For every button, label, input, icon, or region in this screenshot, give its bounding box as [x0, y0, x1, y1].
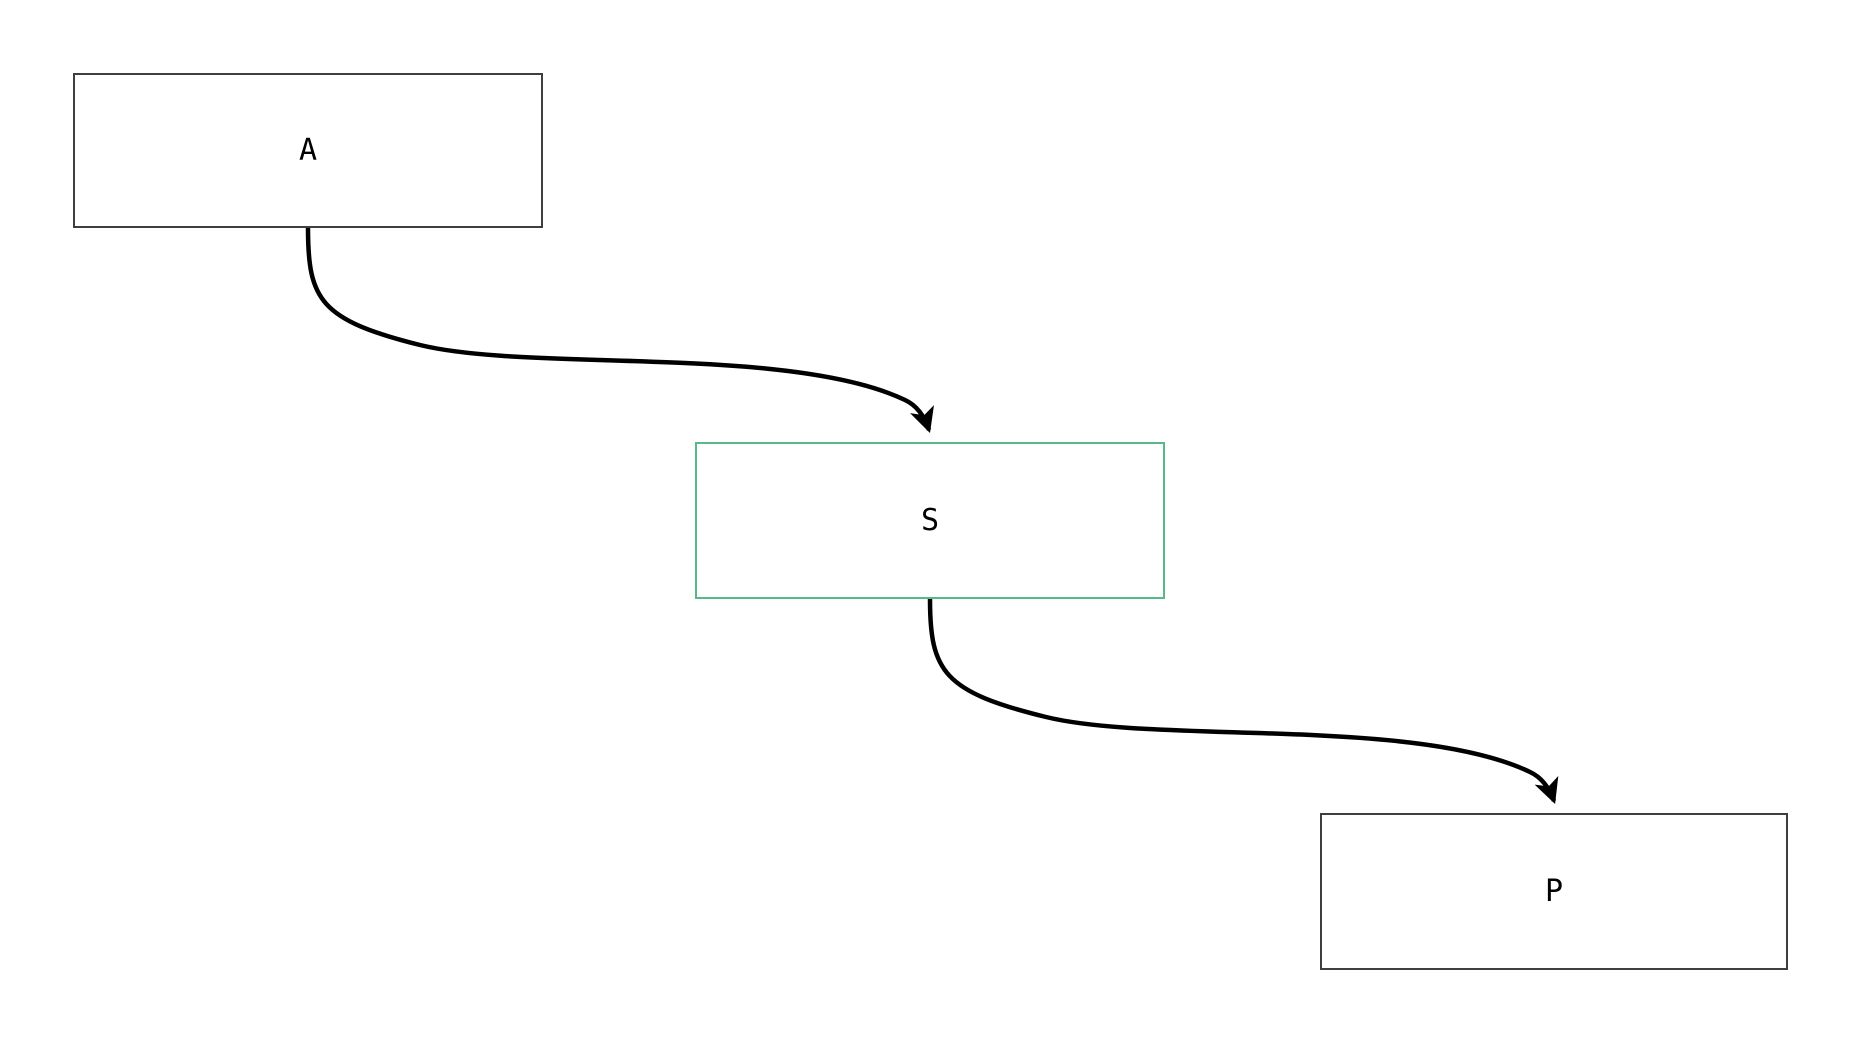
node-p-label: P [1544, 873, 1564, 909]
node-a[interactable]: A [73, 73, 543, 228]
node-p[interactable]: P [1320, 813, 1788, 970]
edge-a-to-s [305, 227, 934, 433]
edge-s-to-p [927, 598, 1559, 804]
node-a-label: A [298, 132, 318, 168]
node-s[interactable]: S [695, 442, 1165, 599]
node-s-label: S [920, 502, 940, 538]
